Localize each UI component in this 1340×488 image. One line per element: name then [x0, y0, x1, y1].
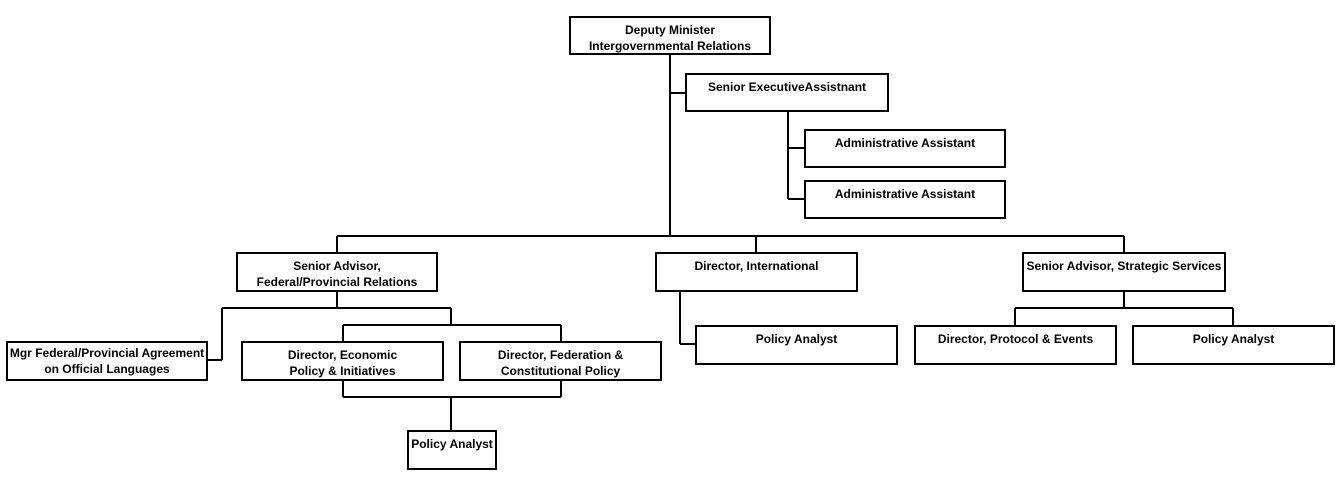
node-mgr-official-languages: Mgr Federal/Provincial Agreement on Offi…: [6, 341, 208, 381]
node-senior-advisor-strategic: Senior Advisor, Strategic Services: [1022, 252, 1226, 292]
node-director-federation: Director, Federation & Constitutional Po…: [459, 341, 662, 381]
node-line: Senior Advisor,: [293, 259, 381, 273]
node-line: Policy Analyst: [411, 437, 493, 451]
node-line: Administrative Assistant: [834, 136, 976, 150]
node-policy-analyst-international: Policy Analyst: [695, 325, 898, 365]
node-line: Senior Advisor, Strategic Services: [1026, 259, 1222, 273]
node-line: Director, Protocol & Events: [937, 332, 1094, 346]
node-policy-analyst-strategic: Policy Analyst: [1132, 325, 1335, 365]
node-senior-executive-assistant: Senior ExecutiveAssistnant: [685, 73, 889, 112]
node-director-international: Director, International: [655, 252, 858, 292]
node-director-protocol-events: Director, Protocol & Events: [914, 325, 1117, 365]
node-line: Mgr Federal/Provincial Agreement: [9, 346, 205, 360]
node-line: Deputy Minister: [624, 23, 715, 37]
node-senior-advisor-fpr: Senior Advisor, Federal/Provincial Relat…: [236, 252, 438, 292]
node-line: Policy & Initiatives: [289, 364, 396, 378]
node-line: Senior ExecutiveAssistnant: [707, 80, 867, 94]
node-administrative-assistant-2: Administrative Assistant: [804, 180, 1006, 219]
node-line: Federal/Provincial Relations: [256, 275, 418, 289]
node-line: Policy Analyst: [755, 332, 838, 346]
node-line: Intergovernmental Relations: [588, 39, 752, 53]
node-line: Policy Analyst: [1192, 332, 1275, 346]
node-administrative-assistant-1: Administrative Assistant: [804, 129, 1006, 168]
node-line: Director, Federation &: [497, 348, 624, 362]
node-director-economic: Director, Economic Policy & Initiatives: [241, 341, 444, 381]
node-deputy-minister: Deputy Minister Intergovernmental Relati…: [569, 16, 771, 55]
node-line: Director, International: [694, 259, 819, 273]
node-line: on Official Languages: [44, 362, 170, 376]
node-line: Constitutional Policy: [500, 364, 621, 378]
node-policy-analyst-fpr: Policy Analyst: [407, 430, 497, 470]
node-line: Director, Economic: [287, 348, 398, 362]
node-line: Administrative Assistant: [834, 187, 976, 201]
